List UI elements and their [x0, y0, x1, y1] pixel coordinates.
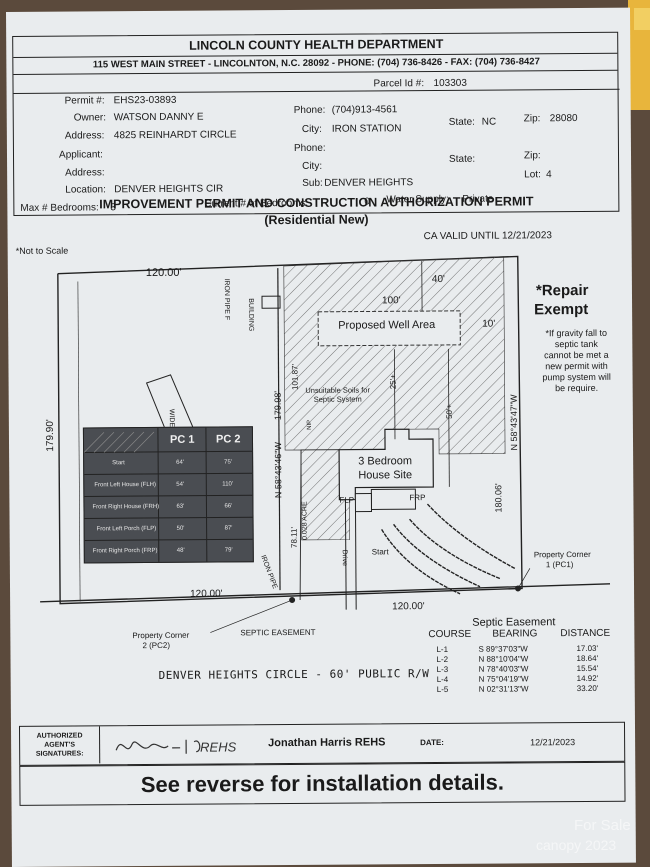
pc-row-pc1: 54' [176, 481, 185, 488]
pc-table: PC 1 PC 2 Start 64' 75' Front Left House… [82, 426, 254, 564]
watermark-for-sale: For Sale [574, 817, 631, 834]
gravity-note-line: be require. [555, 382, 599, 394]
bearing-cell: N 78°40'03"W [478, 664, 529, 674]
bottom-dimension-left: 120.00' [190, 588, 223, 600]
course-cell: L-1 [436, 644, 449, 655]
pc-row-label: Front Left Porch (FLP) [96, 525, 157, 533]
date-value: 12/21/2023 [530, 737, 576, 748]
install-note: See reverse for installation details. [140, 769, 505, 798]
signature-label-cell: AUTHORIZED AGENT'S SIGNATURES: [19, 726, 101, 764]
right-bearing: N 58°43'47"W [508, 394, 520, 451]
repair-exempt-line-2: Exempt [534, 300, 589, 319]
gravity-note-line: new permit with [545, 360, 608, 372]
agent-name: Jonathan Harris REHS [268, 736, 386, 750]
distance-header: DISTANCE [560, 627, 611, 640]
handwritten-signature: REHS [115, 739, 237, 755]
gravity-note-line: septic tank [554, 338, 598, 350]
pc1-header: PC 1 [169, 433, 195, 446]
dimension-10: 10' [482, 318, 496, 330]
pc2-line-1: Property Corner [132, 630, 190, 641]
pc-row-pc1: 63' [176, 503, 185, 510]
course-cell: L-4 [436, 674, 449, 685]
gravity-note-line: pump system will [542, 371, 611, 383]
install-box: See reverse for installation details. [19, 761, 626, 806]
septic-easement-label: SEPTIC EASEMENT [240, 627, 316, 638]
pc-row-pc2: 87' [224, 525, 233, 532]
distance-cell: 18.64' [576, 653, 599, 664]
svg-text:REHS: REHS [200, 739, 237, 754]
signature-box: AUTHORIZED AGENT'S SIGNATURES: REHS Jona… [18, 721, 626, 766]
pc2-line-2: 2 (PC2) [142, 640, 171, 651]
gravity-note-line: cannot be met a [544, 349, 609, 361]
dimension-179: 179.98' [272, 390, 283, 421]
distance-cell: 15.54' [576, 663, 599, 674]
dimension-101: 101.87' [290, 363, 300, 391]
top-dimension: 120.00' [145, 266, 182, 280]
pc-row-label: Front Right Porch (FRP) [92, 547, 158, 555]
pc-row-pc2: 66' [224, 503, 233, 510]
course-cell: L-2 [436, 654, 449, 665]
pc-row-pc2: 75' [224, 459, 232, 466]
wide-label: WIDE [167, 408, 175, 428]
bottom-dimension-right: 120.00' [392, 601, 425, 613]
site-plan [40, 255, 611, 633]
unsuitable-soils: Unsuitable Soils for Septic System [305, 385, 370, 404]
pc1-line-1: Property Corner [533, 549, 591, 560]
frp-label: FRP [409, 493, 426, 503]
nip-label: NIP [306, 419, 313, 430]
pc2-header: PC 2 [215, 433, 241, 446]
pc-row-pc2: 79' [224, 547, 233, 554]
distance-cell: 33.20' [576, 683, 599, 694]
bearing-cell: S 89°37'03"W [478, 644, 528, 654]
permit-document: LINCOLN COUNTY HEALTH DEPARTMENT 115 WES… [6, 7, 636, 867]
start-label: Start [371, 547, 389, 557]
pc-row-pc2: 110' [222, 481, 234, 488]
course-header: COURSE [428, 628, 472, 641]
bearing-cell: N 02°31'13"W [478, 684, 529, 694]
septic-easement-title: Septic Easement [472, 616, 556, 629]
road-label: DENVER HEIGHTS CIRCLE - 60' PUBLIC R/W [158, 667, 430, 682]
bearing-cell: N 88°10'04"W [478, 654, 529, 664]
pc-row-pc1: 48' [176, 547, 185, 554]
repair-exempt-line-1: *Repair [535, 281, 589, 300]
iron-pipe-label: IRON PIPE F [222, 278, 231, 321]
gravity-note: *If gravity fall to septic tank cannot b… [528, 328, 624, 395]
dimension-25: 25'+ [388, 374, 398, 390]
pc-row-pc1: 50' [176, 525, 185, 532]
dimension-40: 40' [431, 273, 445, 286]
pc-row-pc1: 64' [176, 459, 185, 466]
acre-label: 0.028 ACRE [301, 501, 309, 540]
dimension-100: 100' [381, 295, 401, 307]
pc1-line-2: 1 (PC1) [545, 560, 574, 570]
house-line-2: House Site [358, 469, 413, 482]
signature-label-line: SIGNATURES: [35, 750, 84, 758]
course-table: COURSE BEARING DISTANCE L-1 S 89°37'03"W… [428, 628, 610, 694]
flp-label: FLP [339, 495, 355, 505]
gravity-note-line: *If gravity fall to [545, 327, 608, 339]
building-label: BUILDING [247, 298, 255, 332]
drive-label: Drive [340, 549, 348, 567]
date-label: DATE: [420, 737, 445, 748]
left-bearing: N 58°43'46"W [273, 442, 284, 499]
bearing-header: BEARING [492, 628, 538, 640]
house-line-1: 3 Bedroom [358, 455, 413, 468]
right-dimension: 180.06' [493, 483, 504, 513]
sticky-note-corner [634, 8, 650, 30]
distance-cell: 17.03' [576, 643, 599, 654]
well-area: Proposed Well Area [338, 319, 436, 332]
dimension-78: 78.11' [289, 527, 299, 549]
pc-row-label: Front Right House (FRH) [92, 503, 160, 511]
pc-table-grid [83, 427, 253, 562]
dimension-50: 50'+ [444, 403, 454, 419]
course-cell: L-3 [436, 664, 449, 675]
watermark-canopy: canopy 2023 [536, 837, 617, 853]
distance-cell: 14.92' [576, 673, 599, 684]
course-cell: L-5 [436, 684, 449, 695]
pc-row-label: Start [112, 460, 125, 467]
pc-row-label: Front Left House (FLH) [94, 481, 157, 489]
bearing-cell: N 75°04'19"W [478, 674, 529, 684]
left-dimension: 179.90' [44, 419, 57, 452]
